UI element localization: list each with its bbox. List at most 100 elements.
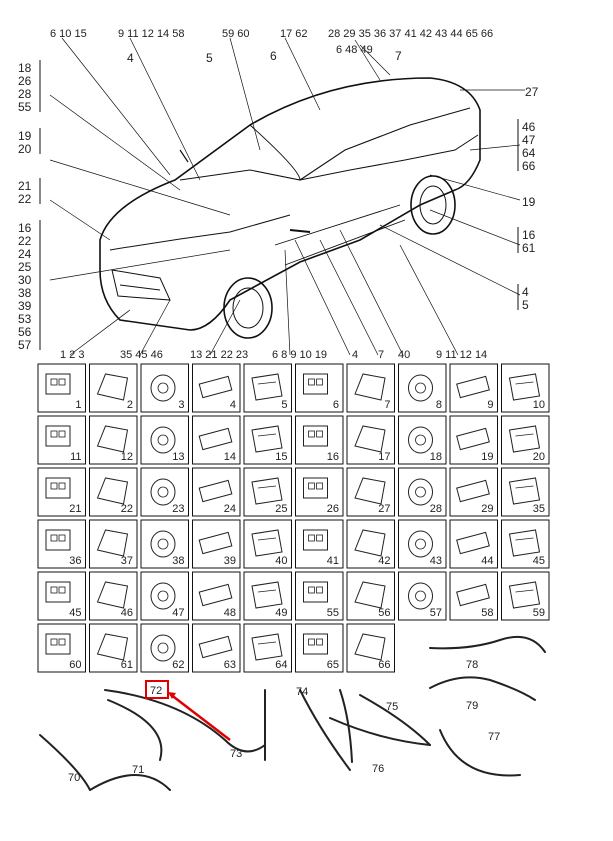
part-tile: 23 [140, 467, 189, 517]
part-number: 8 [436, 399, 442, 411]
part-tile: 10 [501, 363, 550, 413]
part-tile: 7 [346, 363, 395, 413]
part-number: 57 [430, 607, 442, 619]
harness-number: 77 [488, 731, 500, 743]
right-callout-group: 46 47 64 6646476466 [517, 119, 536, 173]
part-number: 58 [481, 607, 493, 619]
part-number: 12 [121, 451, 133, 463]
part-number: 49 [275, 607, 287, 619]
left-callout-group: 21 222122 [18, 178, 41, 206]
harness-number: 75 [386, 701, 398, 713]
part-tile: 29 [449, 467, 498, 517]
left-callout-group: 18 26 28 5518262855 [18, 60, 41, 114]
harness-number: 74 [296, 686, 308, 698]
callout-label: 4 [127, 51, 134, 65]
part-tile: 41 [295, 519, 344, 569]
part-tile: 64 [243, 623, 292, 673]
callout-label: 6 10 15 [50, 28, 87, 40]
part-tile: 35 [501, 467, 550, 517]
callout-label: 9 11 12 14 [436, 349, 487, 361]
part-number: 20 [533, 451, 545, 463]
part-tile: 4 [192, 363, 241, 413]
callout-label: 40 [398, 349, 410, 361]
part-tile: 42 [346, 519, 395, 569]
part-tile: 63 [192, 623, 241, 673]
harness-label: 79 [466, 700, 478, 712]
part-tile: 5 [243, 363, 292, 413]
part-number: 55 [327, 607, 339, 619]
part-tile: 2 [89, 363, 138, 413]
harness-label: 70 [68, 772, 80, 784]
harness-section [39, 636, 546, 791]
callout-label-part: 57 [18, 338, 32, 352]
callout-label-part: 56 [18, 325, 32, 339]
part-tile: 19 [449, 415, 498, 465]
part-tile: 37 [89, 519, 138, 569]
part-number: 25 [275, 503, 287, 515]
part-tile: 16 [295, 415, 344, 465]
harness-label: 78 [466, 659, 478, 671]
part-number: 26 [327, 503, 339, 515]
part-number: 9 [487, 399, 493, 411]
callout-label-part: 39 [18, 299, 32, 313]
part-number: 59 [533, 607, 545, 619]
part-tile: 66 [346, 623, 395, 673]
part-number: 17 [378, 451, 390, 463]
callout-label: 9 11 12 14 58 [118, 28, 184, 40]
part-number: 29 [481, 503, 493, 515]
callout-label: 4 [352, 349, 358, 361]
callout-label: 17 62 [280, 28, 308, 40]
callout-label-part: 16 [18, 221, 32, 235]
callout-label: 28 29 35 36 37 41 42 43 44 65 66 [328, 28, 493, 40]
part-number: 23 [172, 503, 184, 515]
callout-label-part: 66 [522, 159, 536, 173]
part-number: 39 [224, 555, 236, 567]
part-tile: 1 [37, 363, 86, 413]
part-tile: 13 [140, 415, 189, 465]
callout-label: 35 45 46 [120, 349, 163, 361]
part-tile: 36 [37, 519, 86, 569]
right-callout-group: 4 545 [517, 284, 529, 312]
part-tile: 55 [295, 571, 344, 621]
harness-label: 76 [372, 763, 384, 775]
callout-label-part: 26 [18, 74, 32, 88]
callout-label-part: 22 [18, 234, 32, 248]
part-tile: 11 [37, 415, 86, 465]
part-number: 19 [481, 451, 493, 463]
harness-number: 71 [132, 764, 144, 776]
part-tile: 62 [140, 623, 189, 673]
part-number: 45 [69, 607, 81, 619]
part-number: 46 [121, 607, 133, 619]
part-number: 43 [430, 555, 442, 567]
harness-number: 76 [372, 763, 384, 775]
part-number: 66 [378, 659, 390, 671]
part-tile: 20 [501, 415, 550, 465]
part-number: 40 [275, 555, 287, 567]
part-number: 65 [327, 659, 339, 671]
part-number: 7 [384, 399, 390, 411]
harness-number: 78 [466, 659, 478, 671]
part-number: 28 [430, 503, 442, 515]
callout-label-part: 4 [522, 285, 529, 299]
part-number: 37 [121, 555, 133, 567]
callout-label-part: 19 [522, 195, 536, 209]
part-number: 62 [172, 659, 184, 671]
part-number: 45 [533, 555, 545, 567]
right-callout-group: 1919 [522, 195, 536, 209]
part-number: 18 [430, 451, 442, 463]
right-callout-group: 2727 [525, 85, 539, 99]
part-tile: 28 [398, 467, 447, 517]
harness-number: 73 [230, 748, 242, 760]
part-number: 21 [69, 503, 81, 515]
callout-label-part: 18 [18, 61, 32, 75]
part-number: 47 [172, 607, 184, 619]
part-number: 41 [327, 555, 339, 567]
left-callout-group: 16 22 24 25 30 38 39 53 56 5716222425303… [18, 220, 41, 352]
part-tile: 56 [346, 571, 395, 621]
callout-label: 7 [395, 49, 402, 63]
harness-number: 79 [466, 700, 478, 712]
